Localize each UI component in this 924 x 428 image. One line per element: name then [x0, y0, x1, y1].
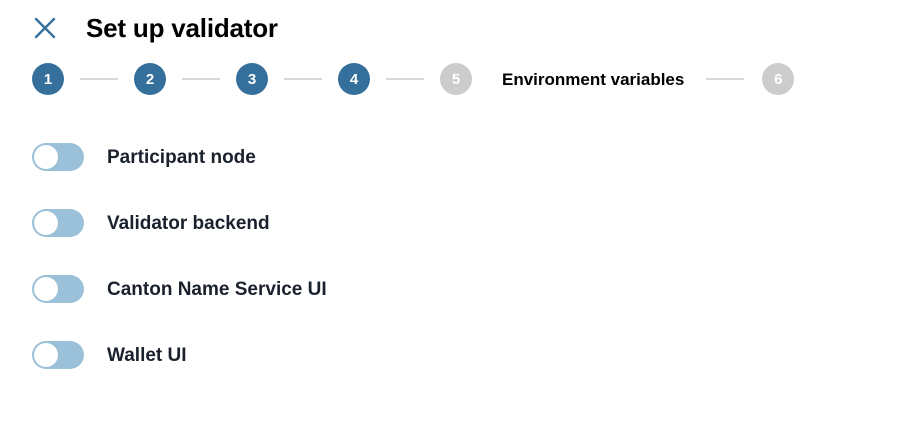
- toggle-knob: [34, 343, 58, 367]
- step-circle-2[interactable]: 2: [134, 63, 166, 95]
- close-icon[interactable]: [30, 13, 60, 43]
- stepper-step-5[interactable]: 5 Environment variables: [440, 63, 684, 95]
- stepper-connector-1: [80, 78, 118, 80]
- toggle-label-validator-backend: Validator backend: [107, 212, 270, 234]
- toggle-row-wallet-ui: Wallet UI: [32, 322, 924, 388]
- stepper-connector-4: [386, 78, 424, 80]
- toggle-row-validator-backend: Validator backend: [32, 190, 924, 256]
- toggle-knob: [34, 145, 58, 169]
- toggle-row-participant-node: Participant node: [32, 124, 924, 190]
- toggle-label-participant-node: Participant node: [107, 146, 256, 168]
- toggle-switch-validator-backend[interactable]: [32, 209, 84, 237]
- stepper-step-3[interactable]: 3: [236, 63, 268, 95]
- stepper-step-4[interactable]: 4: [338, 63, 370, 95]
- step-circle-1[interactable]: 1: [32, 63, 64, 95]
- toggle-switch-wallet-ui[interactable]: [32, 341, 84, 369]
- step-circle-6[interactable]: 6: [762, 63, 795, 95]
- toggle-row-canton-name-service-ui: Canton Name Service UI: [32, 256, 924, 322]
- stepper-connector-5: [706, 78, 745, 80]
- toggle-knob: [34, 211, 58, 235]
- step-circle-3[interactable]: 3: [236, 63, 268, 95]
- stepper-connector-2: [182, 78, 220, 80]
- stepper-step-6[interactable]: 6: [762, 63, 795, 95]
- stepper: 1 2 3 4 5 Environment variables 6: [0, 56, 924, 102]
- page-title: Set up validator: [86, 13, 278, 43]
- stepper-connector-3: [284, 78, 322, 80]
- stepper-step-1[interactable]: 1: [32, 63, 64, 95]
- step-circle-5[interactable]: 5: [440, 63, 472, 95]
- toggle-knob: [34, 277, 58, 301]
- toggle-label-canton-name-service-ui: Canton Name Service UI: [107, 278, 327, 300]
- step-label-5: Environment variables: [502, 69, 685, 89]
- toggle-switch-participant-node[interactable]: [32, 143, 84, 171]
- toggle-list: Participant node Validator backend Canto…: [0, 102, 924, 388]
- toggle-label-wallet-ui: Wallet UI: [107, 344, 187, 366]
- toggle-switch-canton-name-service-ui[interactable]: [32, 275, 84, 303]
- step-circle-4[interactable]: 4: [338, 63, 370, 95]
- stepper-step-2[interactable]: 2: [134, 63, 166, 95]
- dialog-header: Set up validator: [0, 0, 924, 56]
